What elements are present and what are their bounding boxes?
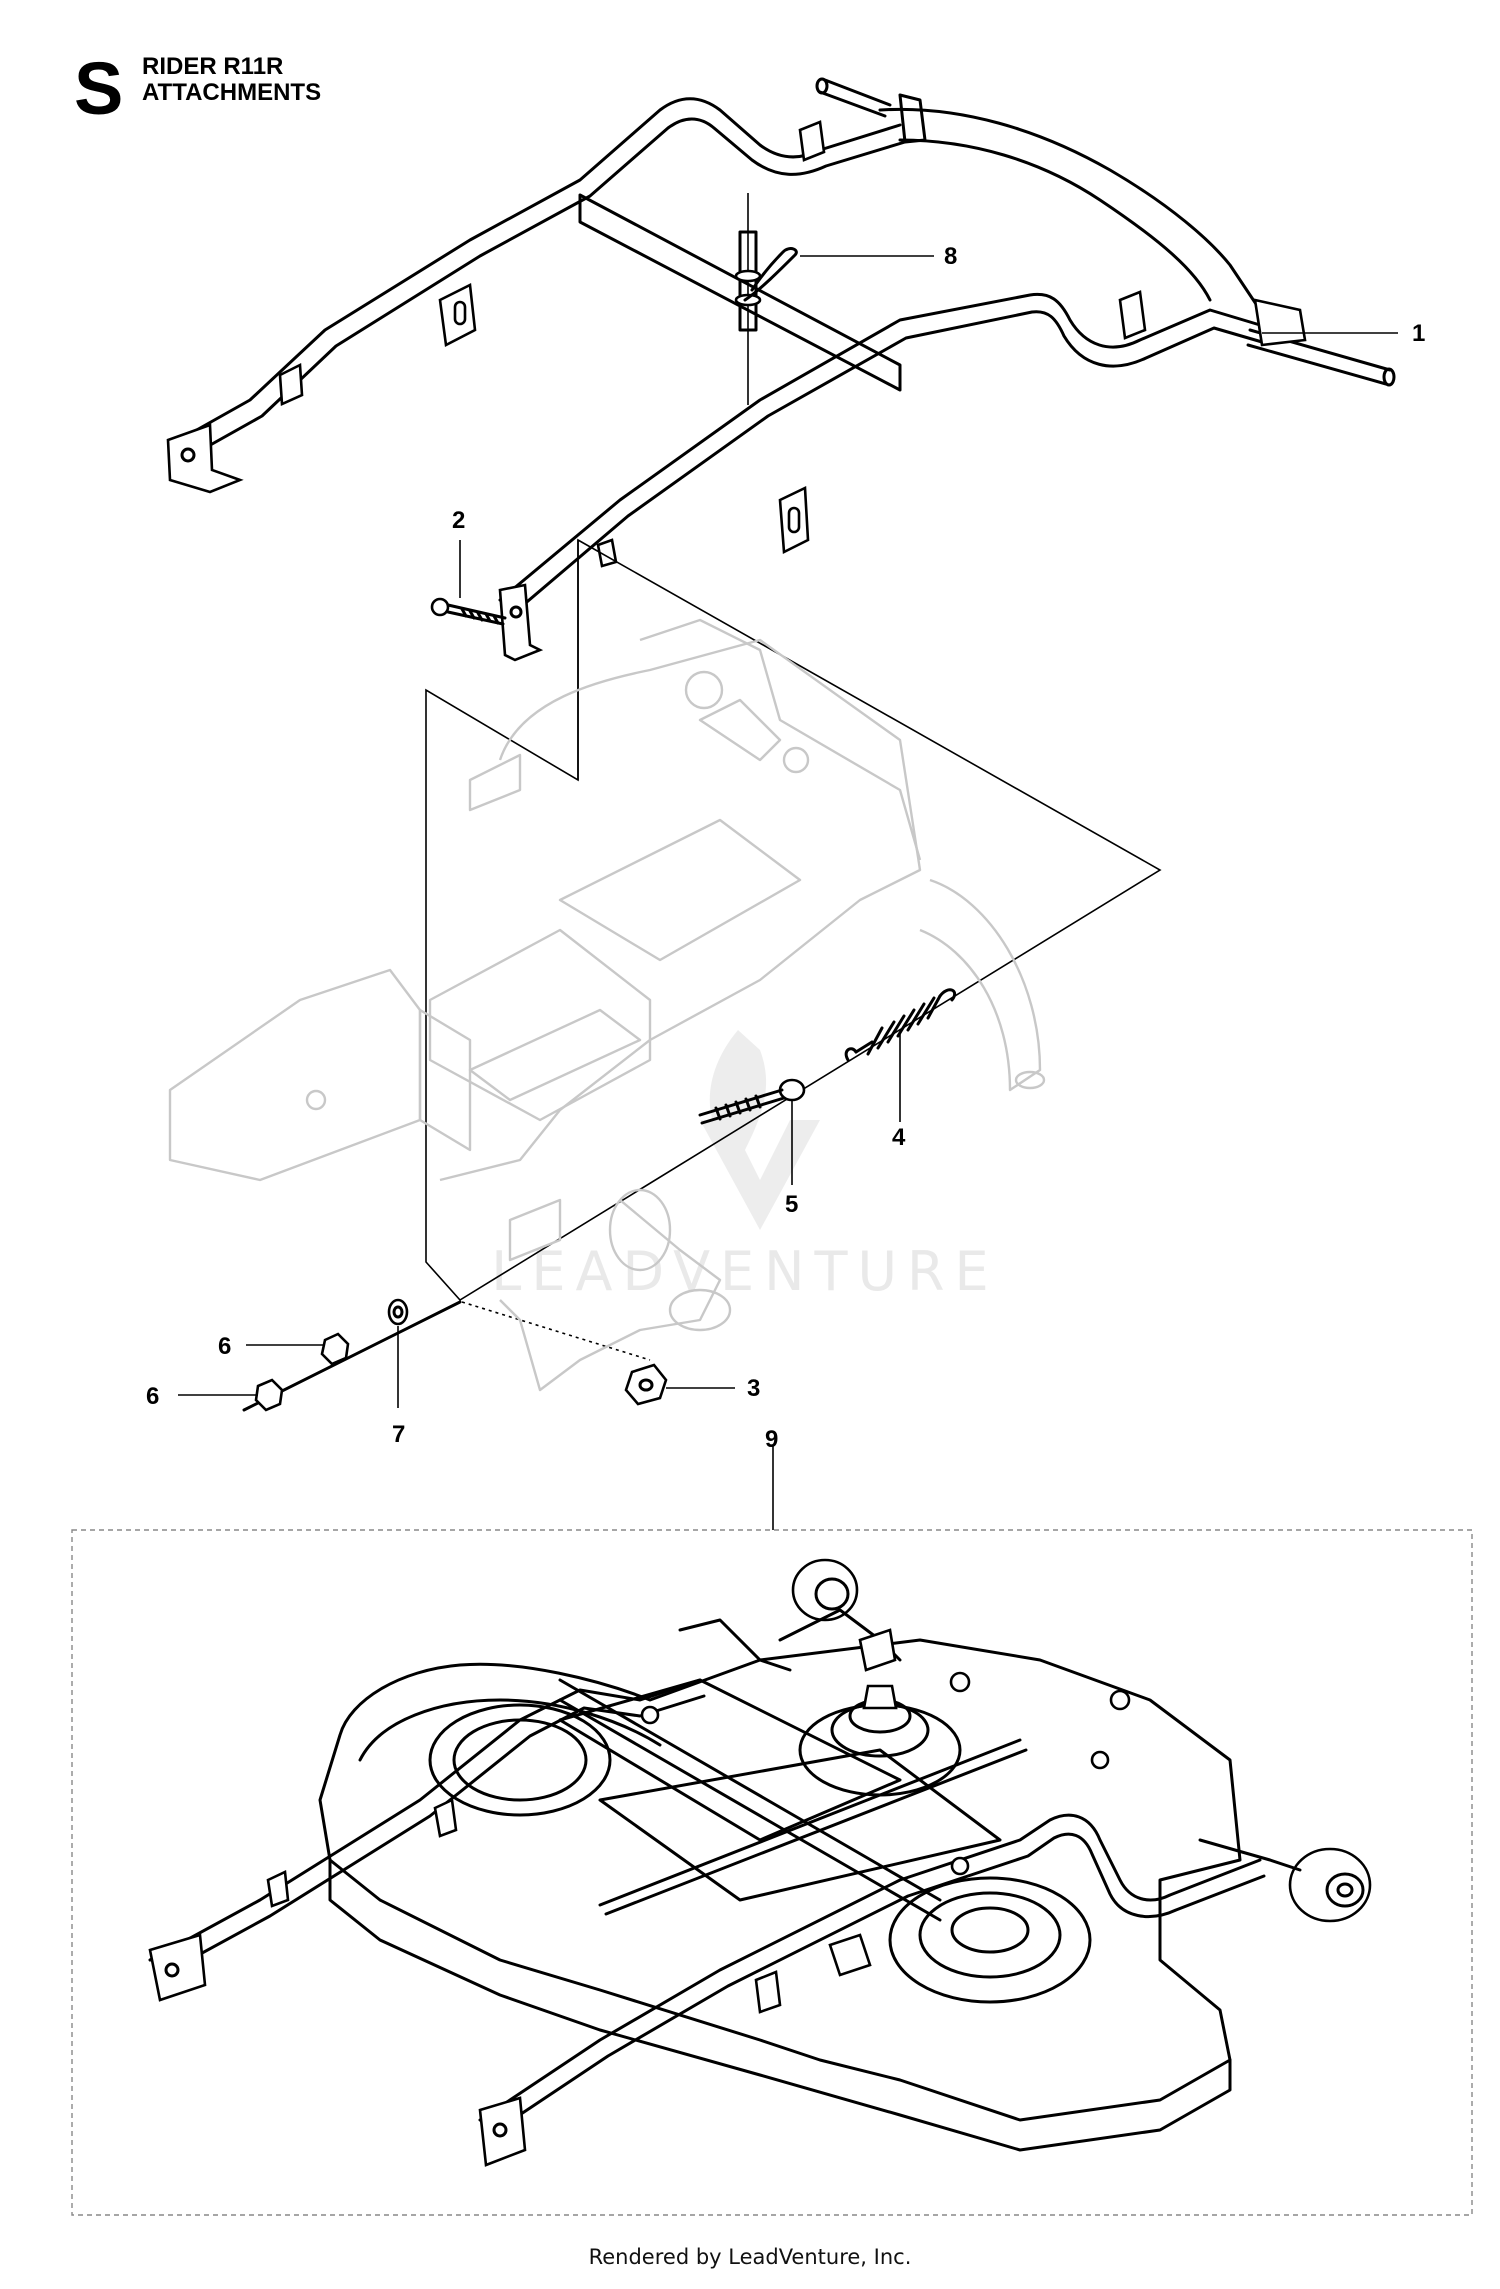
watermark-logo: [700, 1030, 820, 1230]
diagram-title-model: RIDER R11R: [142, 53, 284, 80]
section-letter: S: [74, 47, 124, 130]
callout-7: 7: [392, 1421, 405, 1448]
callout-5: 5: [785, 1191, 798, 1218]
part-2-bolt: [430, 597, 507, 626]
callout-9: 9: [765, 1426, 778, 1453]
callout-6-upper: 6: [218, 1333, 231, 1360]
deck-group-box: [71, 1529, 1473, 2216]
diagram-title-section: ATTACHMENTS: [142, 79, 322, 106]
footer-rendered-by: Rendered by LeadVenture, Inc.: [588, 2245, 912, 2269]
part-4-spring: [844, 988, 957, 1122]
assembly-leader-lines: [425, 538, 1162, 1361]
lift-frame-assembly: [166, 77, 1396, 662]
part-8-pin-and-clip: [734, 193, 798, 405]
chassis-ghost: [168, 618, 1046, 1392]
callout-3: 3: [747, 1375, 760, 1402]
callout-1: 1: [1412, 320, 1425, 347]
watermark-text: LEADVENTURE: [491, 1240, 998, 1303]
part-5-eye-bolt: [698, 1078, 806, 1185]
parts-6-7-nuts-washer: [178, 1298, 462, 1412]
part-9-mower-deck: [71, 1445, 1473, 2216]
callout-2: 2: [452, 507, 465, 534]
callout-8: 8: [944, 243, 957, 270]
callout-4: 4: [892, 1124, 906, 1151]
part-3-nut: [624, 1363, 735, 1406]
callout-6-lower: 6: [146, 1383, 159, 1410]
callout-labels: 1 2 3 4 5 6 6 7 8 9: [146, 243, 1425, 1453]
